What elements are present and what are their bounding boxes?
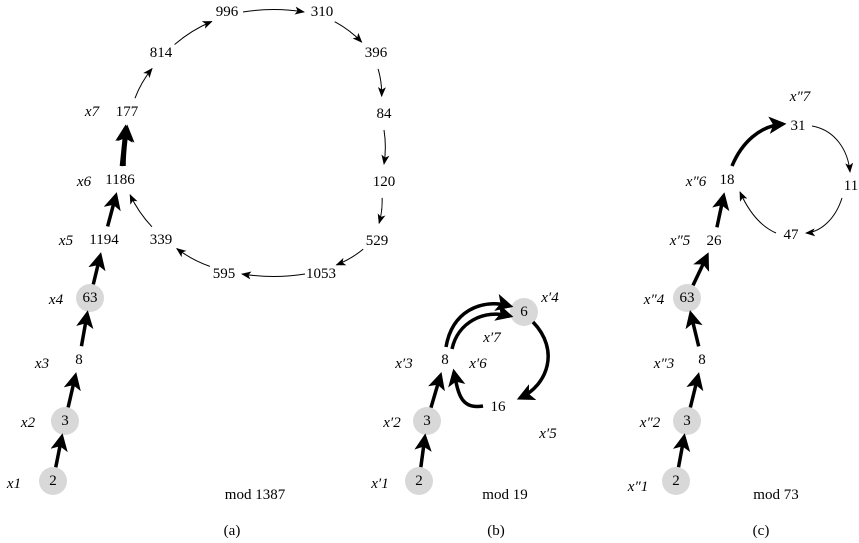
node-value: 1053 [306,266,336,282]
cycle-arrow [335,248,364,266]
modulus-label: mod 19 [482,487,527,503]
tail-arrow [76,310,94,347]
highlighted-node-circle [673,407,701,435]
tail-arrow [686,372,704,408]
node-value: 339 [150,232,173,248]
cycle-arrow [516,320,550,401]
sequence-label: x″7 [789,89,812,105]
node-value: 1194 [89,232,119,248]
sequence-label: x′2 [382,415,401,431]
modulus-label: mod 1387 [225,487,286,503]
modulus-label: mod 73 [753,487,798,503]
cycle-arrow [377,68,386,98]
tail-arrow [117,124,135,167]
sequence-label: x1 [6,476,21,492]
node-value: 26 [707,233,723,249]
node-value: 18 [720,172,735,188]
tail-arrow [691,252,710,287]
node-value: 1186 [105,172,135,188]
node-value: 177 [116,104,139,120]
sequence-label: x″6 [685,174,707,190]
tail-arrow [730,116,787,167]
tail-arrow [50,433,68,468]
highlighted-node-circle [51,407,79,435]
cycle-arrow [176,247,211,267]
cycle-arrow [739,191,777,234]
panel-caption: (c) [753,523,770,539]
tail-arrow [428,371,445,409]
node-value: 63 [83,290,98,306]
node-value: 11 [844,178,858,194]
node-value: 16 [491,399,507,415]
sequence-label: x4 [48,292,64,308]
cycle-arrow [811,125,854,173]
sequence-label: x′7 [482,330,502,346]
highlighted-node-circle [662,467,690,495]
sequence-label: x″2 [639,415,661,431]
node-value: 63 [680,290,695,306]
node-value: 996 [216,4,239,20]
node-value: 2 [415,473,423,489]
cycle-arrow [241,271,306,280]
node-value: 6 [520,304,528,320]
node-value: 47 [784,227,800,243]
sequence-label: x′5 [538,426,557,442]
sequence-label: x″1 [627,479,648,495]
highlighted-node-circle [405,467,433,495]
cycle-arrow [377,197,386,225]
tail-arrow [685,310,703,347]
node-value: 8 [75,352,83,368]
panel-caption: (a) [224,523,241,539]
cycle-arrow [134,67,153,99]
node-value: 814 [150,45,173,61]
cycle-arrow [334,21,363,43]
node-value: 595 [213,266,236,282]
sequence-label: x7 [84,104,101,120]
sequence-label: x2 [20,415,36,431]
cycle-arrow [242,6,305,15]
tail-arrow [414,433,432,468]
node-value: 2 [672,473,680,489]
node-value: 8 [698,352,706,368]
sequence-label: x′3 [394,356,412,372]
node-value: 3 [423,413,431,429]
panel-caption: (b) [487,523,505,539]
highlighted-node-circle [39,467,67,495]
highlighted-node-circle [413,407,441,435]
node-value: 529 [366,233,389,249]
tail-arrow [672,433,691,468]
tail-arrow [103,192,121,227]
sequence-label: x″5 [669,233,691,249]
sequence-label: x5 [58,233,74,249]
cycle-arrow [450,303,514,350]
node-value: 2 [49,473,57,489]
cycle-arrow [129,193,153,228]
highlighted-node-circle [673,284,701,312]
tail-arrow [63,372,81,408]
sequence-label: x′6 [468,356,487,372]
sequence-label: x6 [76,174,92,190]
sequence-label: x′1 [370,476,388,492]
node-value: 120 [373,174,396,190]
node-value: 3 [683,413,691,429]
highlighted-node-circle [76,284,104,312]
tail-arrow [712,192,730,228]
node-value: 31 [791,118,806,134]
sequence-label: x″4 [643,292,665,308]
node-value: 8 [441,352,449,368]
node-value: 310 [311,4,334,20]
cycle-arrow [448,368,484,409]
tail-arrow [88,252,106,285]
node-value: 396 [365,45,388,61]
cycle-arrow [174,21,213,45]
node-value: 3 [61,413,69,429]
sequence-label: x3 [34,356,49,372]
cycle-arrow [381,129,390,165]
node-value: 84 [377,106,393,122]
highlighted-node-circle [510,298,538,326]
sequence-label: x″3 [653,356,674,372]
sequence-label: x′4 [540,290,559,306]
cycle-arrow [805,197,843,237]
